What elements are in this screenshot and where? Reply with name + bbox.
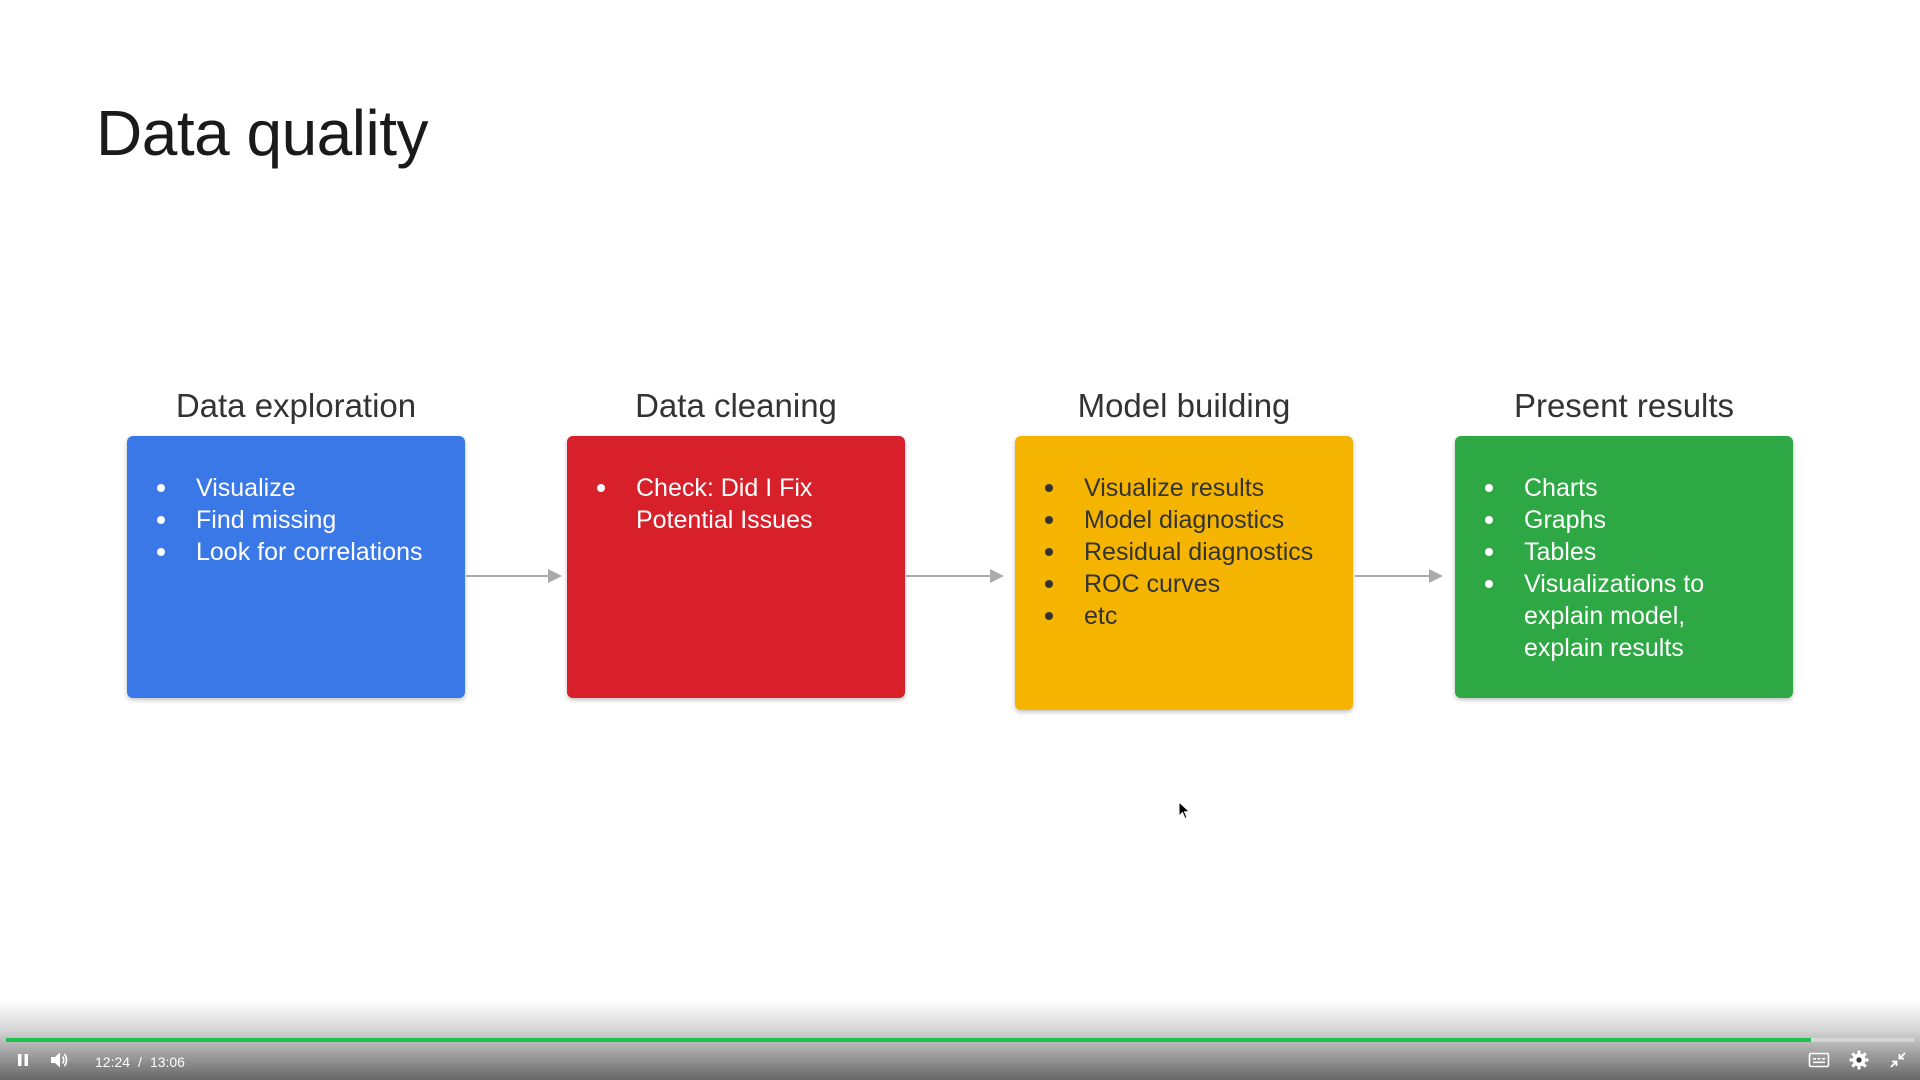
duration: 13:06: [149, 1054, 185, 1070]
time-separator: /: [138, 1054, 142, 1070]
pause-button[interactable]: [9, 1048, 37, 1076]
list-item: Graphs: [1485, 504, 1769, 536]
list-item: Check: Did I Fix Potential Issues: [597, 472, 881, 536]
stage-data-exploration: Data exploration Visualize Find missing …: [127, 380, 465, 698]
stage-list: Visualize Find missing Look for correlat…: [157, 472, 441, 568]
list-item: Residual diagnostics: [1045, 536, 1329, 568]
stage-title: Data cleaning: [635, 387, 837, 424]
stage-box: Visualize Find missing Look for correlat…: [127, 436, 465, 698]
gear-icon: [1849, 1050, 1869, 1075]
volume-button[interactable]: [45, 1048, 73, 1076]
stage-title: Model building: [1077, 387, 1291, 424]
controls-row: 12:24 / 13:06: [0, 1048, 1920, 1076]
list-item: Look for correlations: [157, 536, 441, 568]
exit-fullscreen-icon: [1889, 1051, 1907, 1074]
volume-icon: [49, 1051, 69, 1074]
arrow-right-icon: [466, 566, 562, 586]
captions-icon: [1808, 1052, 1830, 1073]
arrow-right-icon: [906, 566, 1004, 586]
list-item: Model diagnostics: [1045, 504, 1329, 536]
stage-title: Present results: [1513, 387, 1735, 424]
list-item: Tables: [1485, 536, 1769, 568]
stage-model-building: Model building Visualize results Model d…: [1015, 380, 1353, 710]
stage-box: Check: Did I Fix Potential Issues: [567, 436, 905, 698]
captions-button[interactable]: [1805, 1048, 1833, 1076]
stage-title: Data exploration: [175, 387, 417, 424]
list-item: Visualizations to explain model, explain…: [1485, 568, 1769, 664]
mouse-cursor-icon: [1178, 800, 1191, 825]
exit-fullscreen-button[interactable]: [1884, 1048, 1912, 1076]
progress-bar[interactable]: [6, 1038, 1914, 1042]
slide-title: Data quality: [96, 97, 428, 169]
stage-present-results: Present results Charts Graphs Tables Vis…: [1455, 380, 1793, 698]
pause-icon: [16, 1053, 30, 1072]
list-item: Visualize results: [1045, 472, 1329, 504]
stage-box: Charts Graphs Tables Visualizations to e…: [1455, 436, 1793, 698]
stage-list: Visualize results Model diagnostics Resi…: [1045, 472, 1329, 632]
list-item: Find missing: [157, 504, 441, 536]
progress-fill: [6, 1038, 1811, 1042]
list-item: Visualize: [157, 472, 441, 504]
list-item: ROC curves: [1045, 568, 1329, 600]
list-item: Charts: [1485, 472, 1769, 504]
stage-data-cleaning: Data cleaning Check: Did I Fix Potential…: [567, 380, 905, 698]
settings-button[interactable]: [1845, 1048, 1873, 1076]
current-time: 12:24: [95, 1054, 131, 1070]
stage-box: Visualize results Model diagnostics Resi…: [1015, 436, 1353, 710]
player-controls: 12:24 / 13:06: [0, 1000, 1920, 1080]
arrow-right-icon: [1355, 566, 1443, 586]
stage-list: Charts Graphs Tables Visualizations to e…: [1485, 472, 1769, 664]
list-item: etc: [1045, 600, 1329, 632]
time-display: 12:24 / 13:06: [95, 1051, 185, 1073]
stage-list: Check: Did I Fix Potential Issues: [597, 472, 881, 536]
